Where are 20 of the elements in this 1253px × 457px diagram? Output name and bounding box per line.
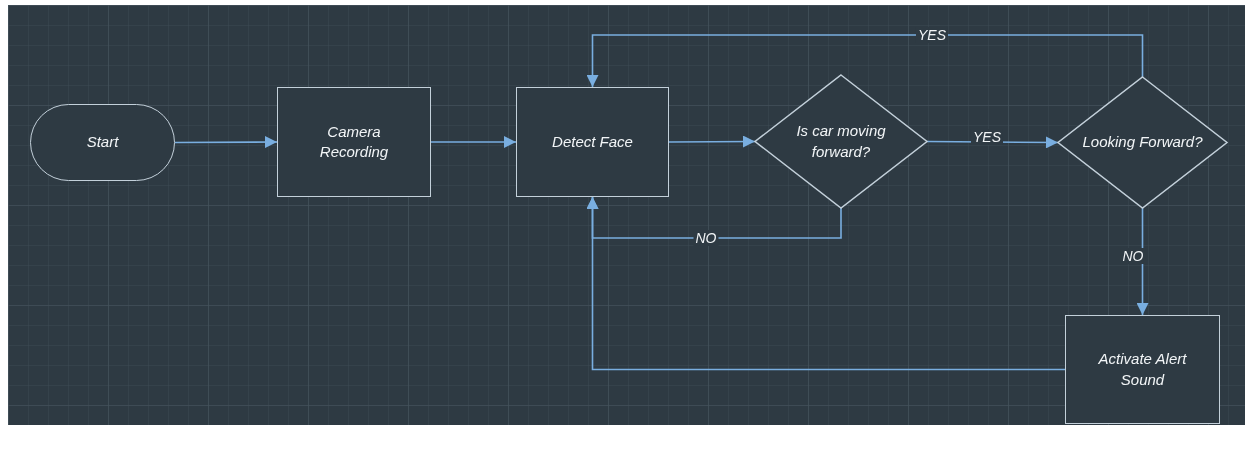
decision-diamond <box>1058 77 1227 208</box>
node-label: Detect Face <box>552 131 633 152</box>
edge-label: NO <box>1120 248 1146 264</box>
arrow <box>668 135 756 148</box>
edge-label: NO <box>693 230 719 246</box>
node-label: Activate Alert Sound <box>1097 349 1188 390</box>
arrow <box>586 196 1066 371</box>
node-label: Looking Forward? <box>1082 132 1203 153</box>
arrow <box>174 136 278 149</box>
decision-diamond <box>755 75 927 208</box>
edge-label: YES <box>916 27 948 43</box>
edge-label: YES <box>971 129 1003 145</box>
process-box <box>277 87 431 197</box>
node-label: Start <box>86 132 119 153</box>
node-label: Camera Recording <box>318 121 390 162</box>
node-label: Is car moving forward? <box>795 121 887 162</box>
arrow <box>586 34 1144 88</box>
arrow <box>430 136 517 148</box>
process-box <box>1065 315 1220 424</box>
process-box <box>516 87 669 197</box>
